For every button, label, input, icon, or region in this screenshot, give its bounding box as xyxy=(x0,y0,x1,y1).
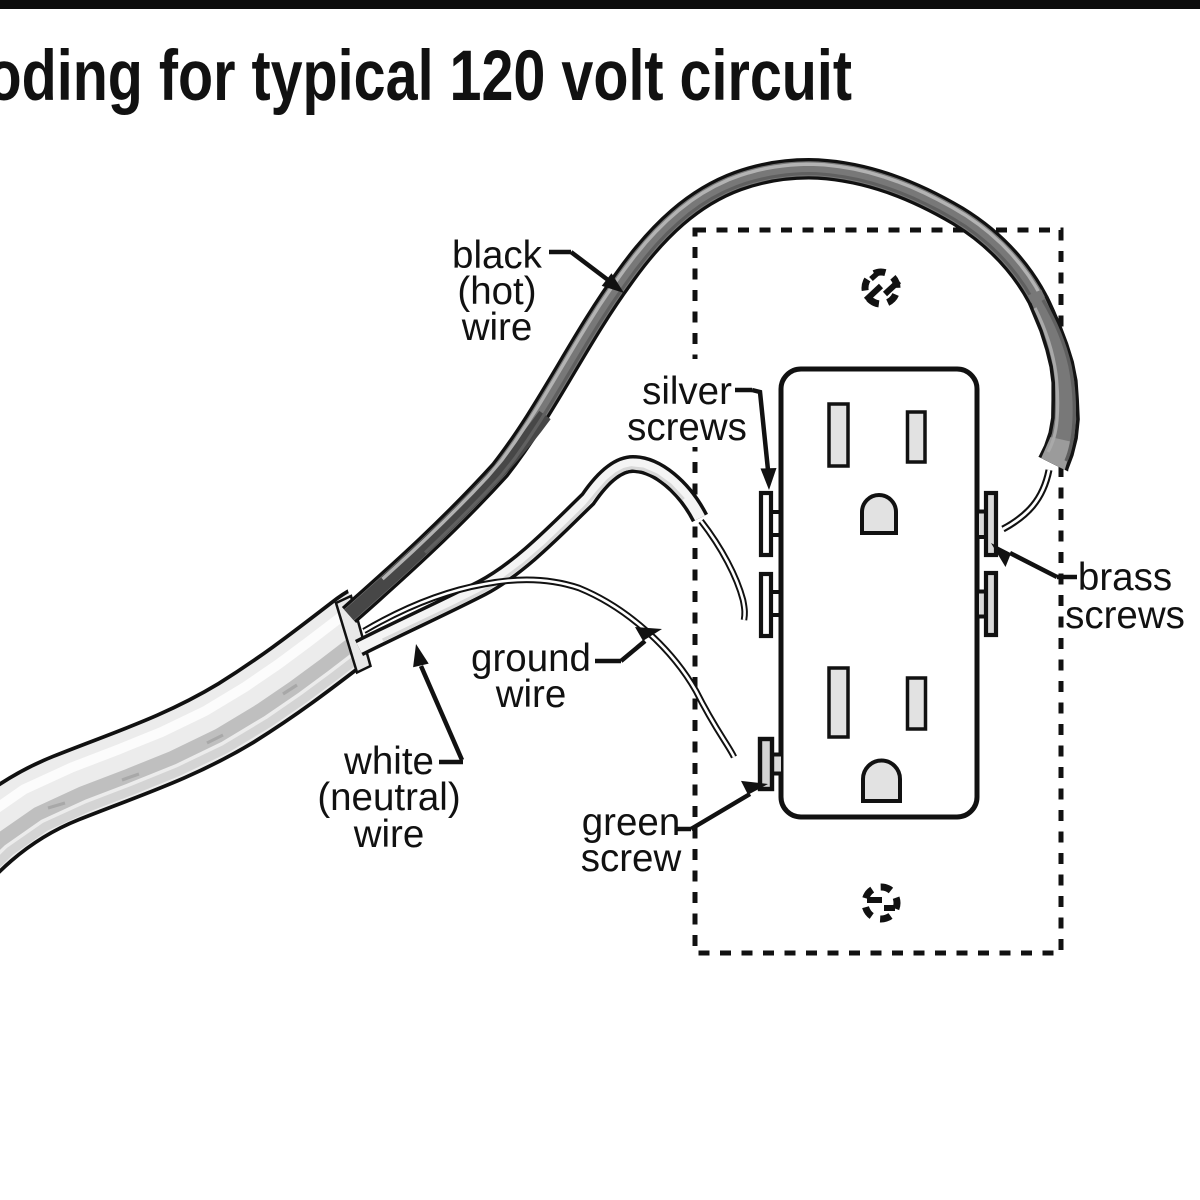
svg-text:wire: wire xyxy=(461,306,533,349)
svg-text:black: black xyxy=(452,234,543,277)
svg-text:(hot): (hot) xyxy=(457,270,536,313)
svg-text:wire: wire xyxy=(495,673,567,716)
svg-text:ground: ground xyxy=(471,637,591,680)
svg-text:silver: silver xyxy=(642,370,732,413)
svg-text:screws: screws xyxy=(627,406,747,449)
svg-text:(neutral): (neutral) xyxy=(317,776,460,819)
svg-text:brass: brass xyxy=(1078,556,1172,599)
svg-text:Coding for typical 120 volt ci: Coding for typical 120 volt circuit xyxy=(0,37,852,116)
svg-text:white: white xyxy=(343,740,434,783)
svg-text:green: green xyxy=(582,801,680,844)
svg-text:screws: screws xyxy=(1065,594,1185,637)
svg-text:wire: wire xyxy=(353,813,425,856)
svg-text:screw: screw xyxy=(581,837,682,880)
